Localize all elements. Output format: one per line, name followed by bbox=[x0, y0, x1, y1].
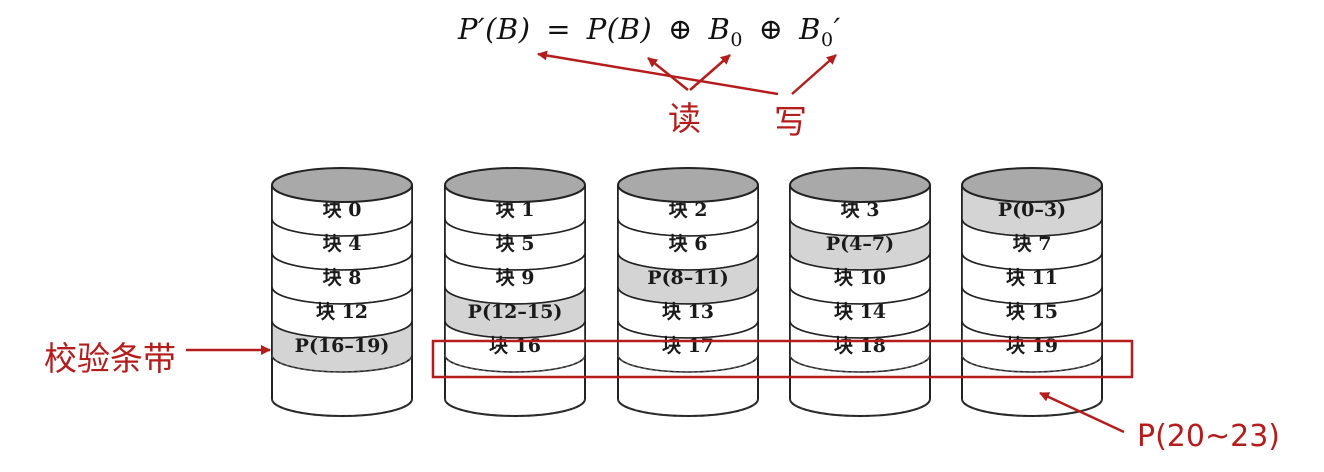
data-block-label: 块 5 bbox=[496, 233, 535, 255]
disk-0: 块 0 块 4 块 8 块 12 P(16–19) bbox=[271, 167, 413, 417]
data-block-label: 块 2 bbox=[669, 199, 708, 221]
read-label: 读 bbox=[668, 99, 701, 138]
disk-top bbox=[444, 167, 586, 203]
disk-array: 块 0块 4块 8块 12P(16–19)块 1块 5块 9P(12–15)块 … bbox=[271, 167, 1103, 417]
formula-equals: = bbox=[546, 12, 572, 46]
stripe-highlight-box bbox=[431, 339, 1134, 379]
disk-empty-boundary bbox=[617, 354, 759, 373]
disk-2: 块 2 块 6 P(8–11) 块 13 块 17 bbox=[617, 167, 759, 417]
parity-block-label: P(0–3) bbox=[998, 199, 1066, 221]
disk-top bbox=[789, 167, 931, 203]
formula-lhs: P′(B) bbox=[458, 12, 531, 46]
data-block-label: 块 14 bbox=[834, 301, 886, 323]
data-block-label: 块 0 bbox=[323, 199, 362, 221]
data-block-label: 块 6 bbox=[669, 233, 708, 255]
disk-empty-boundary bbox=[444, 354, 586, 373]
parity-block bbox=[271, 320, 413, 373]
parity-stripe-label: 校验条带 bbox=[44, 339, 176, 378]
data-block-label: 块 17 bbox=[662, 335, 714, 357]
data-block-label: 块 4 bbox=[323, 233, 362, 255]
read-arrow-to-old-data bbox=[689, 54, 731, 91]
stripe-parity-label: P(20~23) bbox=[1137, 419, 1280, 454]
data-block-label: 块 7 bbox=[1013, 233, 1052, 255]
data-block-label: 块 11 bbox=[1006, 267, 1058, 289]
disk-empty-boundary bbox=[271, 354, 413, 373]
formula-old-parity: P(B) bbox=[586, 12, 653, 46]
disk-empty-boundary bbox=[789, 354, 931, 373]
formula-xor-2: ⊕ bbox=[758, 12, 784, 46]
disk-4: P(0–3) 块 7 块 11 块 15 块 19 bbox=[961, 167, 1103, 417]
disk-1: 块 1 块 5 块 9 P(12–15) 块 16 bbox=[444, 167, 586, 417]
data-block-label: 块 12 bbox=[316, 301, 368, 323]
parity-block-label: P(12–15) bbox=[468, 301, 563, 323]
data-block-label: 块 8 bbox=[323, 267, 362, 289]
formula-old-data: B0 bbox=[708, 12, 743, 51]
write-arrow-to-new-data bbox=[791, 54, 837, 95]
write-arrow-to-new-parity bbox=[537, 50, 779, 96]
disk-3: 块 3 P(4–7) 块 10 块 14 块 18 bbox=[789, 167, 931, 417]
data-block-label: 块 9 bbox=[496, 267, 535, 289]
data-block bbox=[961, 320, 1103, 373]
data-block-label: 块 18 bbox=[834, 335, 886, 357]
data-block-label: 块 10 bbox=[834, 267, 886, 289]
write-label: 写 bbox=[774, 102, 807, 141]
parity-update-formula: P′(B) = P(B) ⊕ B0 ⊕ B0′ bbox=[458, 12, 841, 56]
formula-new-data: B0′ bbox=[799, 12, 841, 51]
data-block bbox=[617, 320, 759, 373]
disk-empty-boundary bbox=[961, 354, 1103, 373]
parity-block-label: P(4–7) bbox=[826, 233, 894, 255]
disk-top bbox=[271, 167, 413, 203]
data-block bbox=[789, 320, 931, 373]
read-arrow-to-old-parity bbox=[647, 57, 689, 91]
parity-block-label: P(8–11) bbox=[647, 267, 728, 289]
disk-top bbox=[617, 167, 759, 203]
disk-top bbox=[961, 167, 1103, 203]
formula-xor-1: ⊕ bbox=[667, 12, 693, 46]
parity-block-label: P(16–19) bbox=[295, 335, 390, 357]
data-block-label: 块 3 bbox=[841, 199, 880, 221]
stripe-parity-arrow bbox=[1039, 391, 1125, 434]
data-block-label: 块 15 bbox=[1006, 301, 1058, 323]
data-block-label: 块 1 bbox=[496, 199, 535, 221]
data-block bbox=[444, 320, 586, 373]
data-block-label: 块 19 bbox=[1006, 335, 1058, 357]
data-block-label: 块 13 bbox=[662, 301, 714, 323]
data-block-label: 块 16 bbox=[489, 335, 541, 357]
